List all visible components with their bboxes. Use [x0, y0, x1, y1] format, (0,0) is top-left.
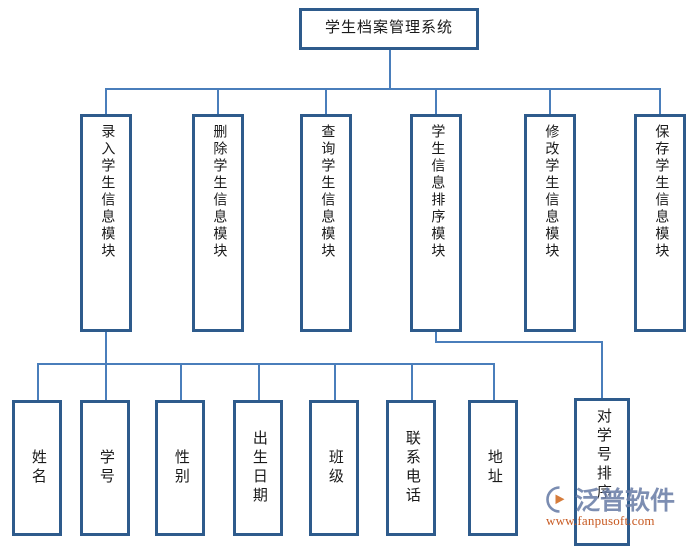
- node-field-birthdate[interactable]: 出生日期: [233, 400, 283, 536]
- connector-drop-field-2: [105, 363, 107, 401]
- node-field-class[interactable]: 班级: [309, 400, 359, 536]
- node-module-input[interactable]: 录入学生信息模块: [80, 114, 132, 332]
- connector-drop-module-4: [435, 88, 437, 115]
- node-field-class-label: 班级: [326, 449, 343, 487]
- connector-drop-module-6: [659, 88, 661, 115]
- connector-drop-field-6: [411, 363, 413, 401]
- node-field-student-id[interactable]: 学号: [80, 400, 130, 536]
- node-module-delete[interactable]: 删除学生信息模块: [192, 114, 244, 332]
- node-module-query-label: 查询学生信息模块: [319, 124, 335, 260]
- node-field-name-label: 姓名: [29, 449, 46, 487]
- node-sort-by-student-id-label: 对学号排序: [594, 408, 611, 503]
- node-module-sort-label: 学生信息排序模块: [429, 124, 445, 260]
- fanpu-logo-icon: [546, 485, 573, 513]
- connector-drop-field-1: [37, 363, 39, 401]
- node-field-address[interactable]: 地址: [468, 400, 518, 536]
- node-module-sort[interactable]: 学生信息排序模块: [410, 114, 462, 332]
- node-field-phone-label: 联系电话: [403, 430, 420, 506]
- node-field-student-id-label: 学号: [97, 449, 114, 487]
- connector-drop-field-7: [493, 363, 495, 401]
- connector-drop-field-4: [258, 363, 260, 401]
- node-field-name[interactable]: 姓名: [12, 400, 62, 536]
- node-module-modify[interactable]: 修改学生信息模块: [524, 114, 576, 332]
- connector-drop-field-3: [180, 363, 182, 401]
- node-field-phone[interactable]: 联系电话: [386, 400, 436, 536]
- node-module-input-label: 录入学生信息模块: [99, 124, 115, 260]
- connector-drop-module-5: [549, 88, 551, 115]
- connector-drop-module-3: [325, 88, 327, 115]
- connector-stem-input-module: [105, 332, 107, 364]
- node-module-save[interactable]: 保存学生信息模块: [634, 114, 686, 332]
- connector-drop-sort-child: [601, 341, 603, 399]
- connector-module-bus: [105, 88, 661, 90]
- connector-field-bus: [37, 363, 495, 365]
- node-field-gender[interactable]: 性别: [155, 400, 205, 536]
- node-field-gender-label: 性别: [172, 449, 189, 487]
- connector-sort-elbow: [435, 341, 603, 343]
- node-sort-by-student-id[interactable]: 对学号排序: [574, 398, 630, 546]
- node-field-birthdate-label: 出生日期: [250, 430, 267, 506]
- node-module-delete-label: 删除学生信息模块: [211, 124, 227, 260]
- connector-drop-module-1: [105, 88, 107, 115]
- node-module-save-label: 保存学生信息模块: [653, 124, 669, 260]
- node-field-address-label: 地址: [485, 449, 502, 487]
- node-module-modify-label: 修改学生信息模块: [543, 124, 559, 260]
- connector-root-stem: [389, 50, 391, 89]
- connector-drop-module-2: [217, 88, 219, 115]
- connector-stem-sort-module: [435, 332, 437, 343]
- node-root-label: 学生档案管理系统: [324, 20, 453, 37]
- node-root-system[interactable]: 学生档案管理系统: [299, 8, 479, 50]
- connector-drop-field-5: [334, 363, 336, 401]
- node-module-query[interactable]: 查询学生信息模块: [300, 114, 352, 332]
